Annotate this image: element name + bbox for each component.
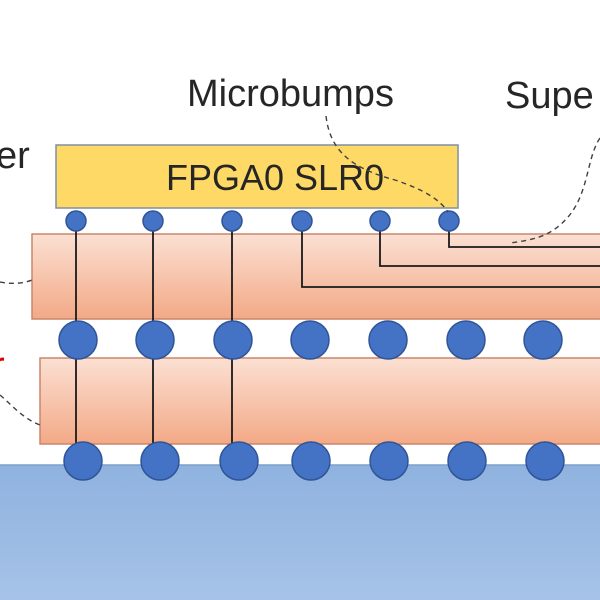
microbump bbox=[369, 210, 391, 232]
super-logic-region-label: Supe bbox=[505, 75, 594, 117]
lower-layer bbox=[39, 357, 600, 445]
microbump bbox=[438, 210, 460, 232]
package-bump bbox=[219, 441, 259, 481]
left-red-label-partial: r bbox=[0, 345, 5, 387]
package-bump bbox=[447, 441, 487, 481]
microbump bbox=[291, 210, 313, 232]
c4-bump-row bbox=[58, 320, 563, 360]
c4-bump bbox=[135, 320, 175, 360]
microbump bbox=[65, 210, 87, 232]
microbumps-leader bbox=[325, 115, 449, 213]
package-bump bbox=[525, 441, 565, 481]
c4-bump bbox=[58, 320, 98, 360]
c4-bump bbox=[368, 320, 408, 360]
left-top-label-partial: er bbox=[0, 135, 30, 177]
microbump bbox=[221, 210, 243, 232]
left-lower-leader bbox=[0, 394, 41, 426]
fpga-die-label: FPGA0 SLR0 bbox=[166, 157, 384, 198]
c4-bump bbox=[523, 320, 563, 360]
package-bump bbox=[291, 441, 331, 481]
c4-bump bbox=[213, 320, 253, 360]
package-bump bbox=[369, 441, 409, 481]
fpga-die: FPGA0 SLR0 bbox=[55, 144, 459, 209]
microbump-row bbox=[65, 210, 460, 232]
package-substrate bbox=[0, 464, 600, 600]
microbump bbox=[142, 210, 164, 232]
leader-lines bbox=[0, 115, 600, 426]
microbumps-label: Microbumps bbox=[187, 73, 394, 115]
left-top-leader bbox=[0, 279, 33, 285]
package-bump-row bbox=[63, 441, 565, 481]
c4-bump bbox=[290, 320, 330, 360]
super-leader bbox=[509, 137, 600, 244]
package-bump bbox=[63, 441, 103, 481]
package-bump bbox=[140, 441, 180, 481]
interposer-layer bbox=[31, 233, 600, 320]
c4-bump bbox=[446, 320, 486, 360]
